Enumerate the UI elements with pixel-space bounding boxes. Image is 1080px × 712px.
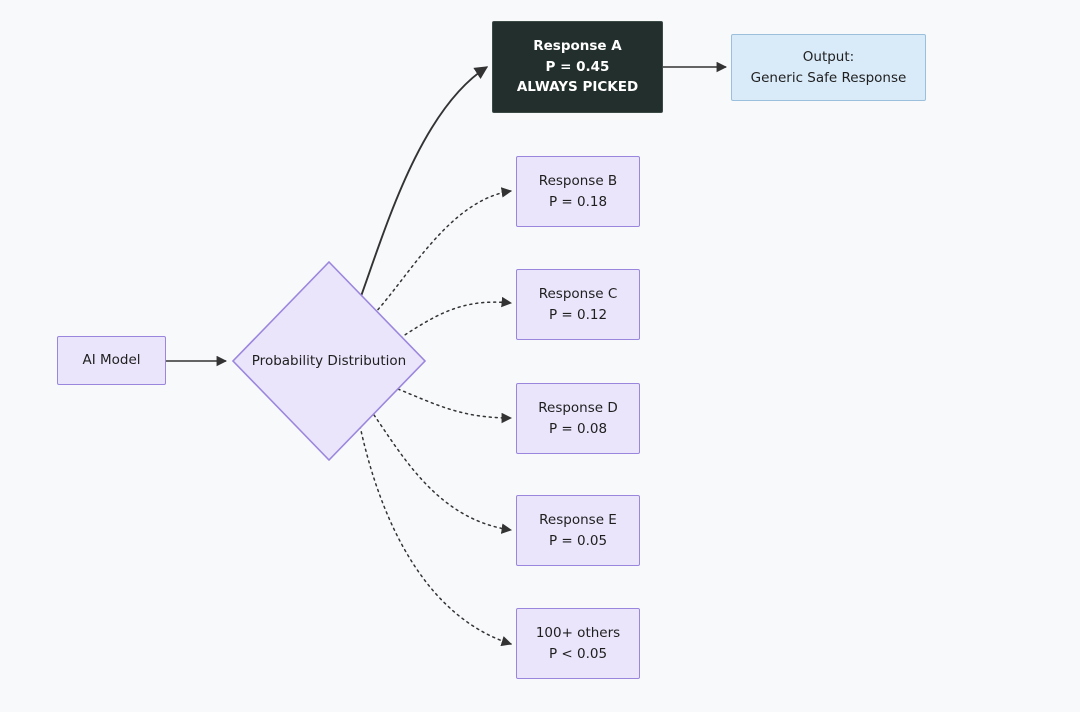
node-response-others-probability: P < 0.05 bbox=[548, 645, 608, 662]
node-output-title: Output: bbox=[802, 48, 855, 65]
node-response-others-title: 100+ others bbox=[535, 624, 621, 641]
node-response-d-title: Response D bbox=[538, 399, 618, 416]
node-ai-model-label: AI Model bbox=[82, 352, 141, 369]
node-response-a-title: Response A bbox=[533, 37, 622, 54]
node-response-e-title: Response E bbox=[539, 511, 617, 528]
node-response-b[interactable]: Response B P = 0.18 bbox=[516, 156, 640, 227]
node-response-c-probability: P = 0.12 bbox=[548, 306, 608, 323]
node-response-c-title: Response C bbox=[538, 285, 618, 302]
node-response-d-probability: P = 0.08 bbox=[548, 420, 608, 437]
node-response-c[interactable]: Response C P = 0.12 bbox=[516, 269, 640, 340]
diamond-shape bbox=[231, 260, 427, 462]
node-response-a-probability: P = 0.45 bbox=[545, 58, 610, 75]
node-response-d[interactable]: Response D P = 0.08 bbox=[516, 383, 640, 454]
node-response-b-probability: P = 0.18 bbox=[548, 193, 608, 210]
node-response-b-title: Response B bbox=[538, 172, 618, 189]
node-probability-distribution[interactable]: Probability Distribution bbox=[231, 260, 427, 462]
node-response-e-probability: P = 0.05 bbox=[548, 532, 608, 549]
node-output[interactable]: Output: Generic Safe Response bbox=[731, 34, 926, 101]
node-output-description: Generic Safe Response bbox=[750, 69, 907, 86]
node-response-e[interactable]: Response E P = 0.05 bbox=[516, 495, 640, 566]
node-probability-distribution-label: Probability Distribution bbox=[251, 353, 407, 369]
node-response-a[interactable]: Response A P = 0.45 ALWAYS PICKED bbox=[492, 21, 663, 113]
node-response-others[interactable]: 100+ others P < 0.05 bbox=[516, 608, 640, 679]
node-response-a-status: ALWAYS PICKED bbox=[516, 79, 639, 96]
node-ai-model[interactable]: AI Model bbox=[57, 336, 166, 385]
